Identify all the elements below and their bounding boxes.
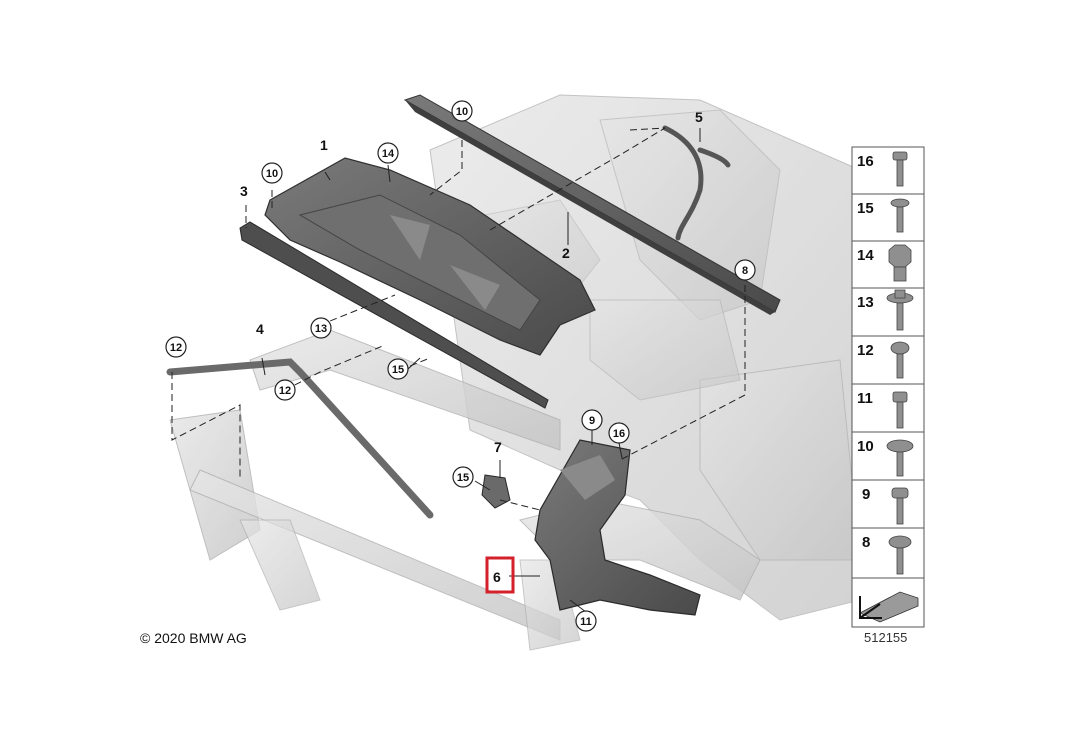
assembly-lines (171, 127, 746, 511)
legend-item-16: 16 (857, 153, 874, 170)
callout-10-top: 10 (456, 106, 468, 118)
legend-item-15: 15 (857, 200, 874, 217)
callout-12-mid: 12 (279, 385, 291, 397)
collar-bolt-icon (891, 487, 909, 525)
callout-3: 3 (240, 183, 248, 199)
flange-bolt-icon (886, 289, 914, 331)
callout-6: 6 (493, 569, 501, 585)
callout-15-low: 15 (457, 472, 469, 484)
callout-11: 11 (580, 616, 592, 628)
copyright-notice: © 2020 BMW AG (140, 630, 247, 646)
callout-9: 9 (589, 415, 595, 427)
diagram-number: 512155 (864, 630, 908, 645)
bolt-icon (892, 151, 908, 187)
callouts-circled (165, 100, 756, 632)
highlight-box (485, 556, 515, 594)
nut-icon (888, 244, 912, 282)
legend-item-9: 9 (862, 486, 870, 503)
screw-icon (890, 341, 910, 379)
part-2-upper-carrier (403, 94, 781, 315)
callout-14: 14 (382, 148, 395, 160)
hex-bolt-icon (892, 391, 908, 429)
highlighted-callout-6[interactable]: 6 (485, 556, 515, 594)
callout-4: 4 (256, 321, 264, 337)
callout-5: 5 (695, 109, 703, 125)
legend-item-13: 13 (857, 294, 874, 311)
callout-8: 8 (742, 265, 748, 277)
callout-10-left: 10 (266, 168, 278, 180)
callout-1: 1 (320, 137, 328, 153)
callouts-circled-text: 10 14 10 8 13 12 12 15 9 16 15 11 (170, 106, 748, 628)
fastener-legend: 16 15 14 13 12 11 10 9 8 (851, 146, 925, 628)
callout-15-mid: 15 (392, 364, 404, 376)
flange-screw-icon (888, 535, 912, 575)
washer-screw-icon (886, 439, 914, 477)
callout-16: 16 (613, 428, 625, 440)
part-7-small-bracket (481, 474, 511, 509)
legend-item-12: 12 (857, 342, 874, 359)
callout-7: 7 (494, 439, 502, 455)
part-6-side-bracket (534, 439, 701, 616)
callouts-plain: 1 2 3 4 5 7 (240, 109, 703, 455)
legend-item-10: 10 (857, 438, 874, 455)
part-5-bracket (662, 125, 731, 241)
pin-icon (890, 198, 910, 233)
callout-13: 13 (315, 323, 327, 335)
part-1-trim-panel (264, 157, 596, 356)
part-4-strut (166, 358, 434, 519)
callout-2: 2 (562, 245, 570, 261)
legend-item-14: 14 (857, 247, 874, 264)
callout-12-left: 12 (170, 342, 182, 354)
legend-item-8: 8 (862, 534, 870, 551)
legend-item-11: 11 (857, 390, 873, 407)
part-3-support-bar (239, 221, 549, 409)
arrow-panel-icon (859, 591, 919, 623)
ghost-body-structure (169, 94, 861, 651)
